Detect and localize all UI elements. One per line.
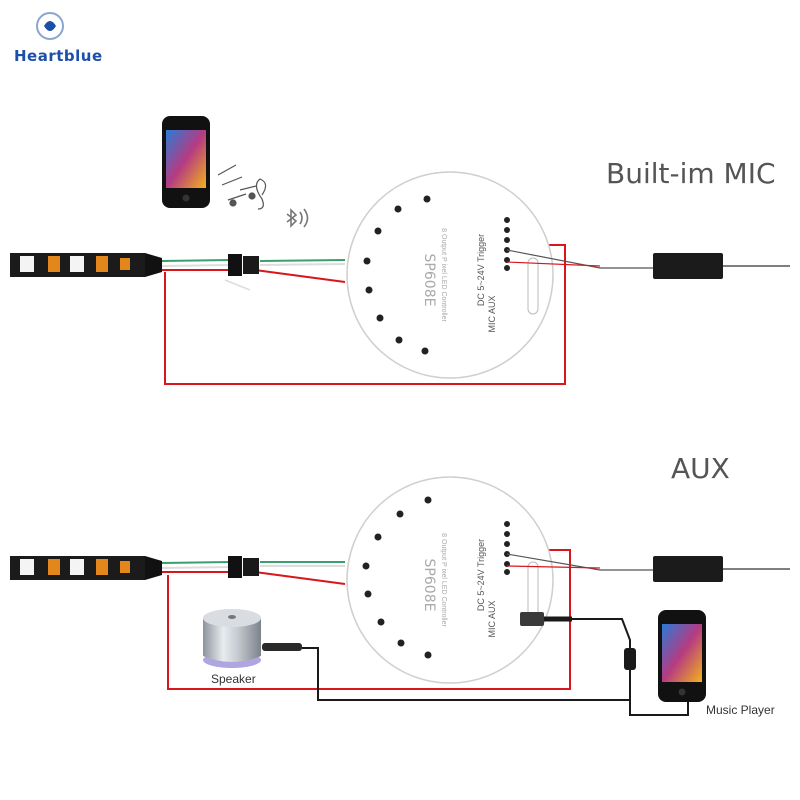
music-player-label: Music Player	[706, 703, 775, 717]
aux-jack	[520, 612, 572, 626]
brand-logo-text: Heartblue	[14, 47, 103, 65]
power-wire-bottom	[167, 549, 571, 690]
inline-connector	[624, 648, 636, 670]
smartphone-icon-music-player	[658, 610, 706, 702]
controller-trigger-top: DC 5~24V Trigger	[476, 234, 486, 306]
controller-model-top: SP608E	[421, 254, 437, 307]
audio-cable-player	[629, 690, 689, 716]
controller-trigger-bottom: DC 5~24V Trigger	[476, 539, 486, 611]
jst-connector-top	[228, 254, 259, 276]
section-title-built-in-mic: Built-im MIC	[606, 157, 776, 190]
led-strip-bottom	[10, 556, 162, 580]
bluetooth-icon	[286, 208, 309, 228]
controller-bottom: SP608E 8 Output P ixel LED Controller DC…	[346, 476, 554, 684]
wires-bottom	[161, 561, 346, 585]
controller-model-bottom: SP608E	[421, 559, 437, 612]
speaker-label: Speaker	[211, 672, 256, 686]
controller-input-top: MIC AUX	[487, 295, 497, 332]
controller-subtitle-top: 8 Output P ixel LED Controller	[440, 228, 447, 322]
section-title-aux: AUX	[671, 452, 730, 485]
speaker-icon	[203, 609, 302, 668]
brand-logo-icon	[36, 12, 64, 40]
smartphone-icon	[162, 116, 210, 208]
trigger-cable-top	[506, 249, 790, 279]
controller-input-bottom: MIC AUX	[487, 600, 497, 637]
jst-connector-bottom	[228, 556, 259, 578]
controller-top: SP608E 8 Output P ixel LED Controller DC…	[346, 171, 554, 379]
music-notes-icon	[217, 164, 267, 210]
controller-subtitle-bottom: 8 Output P ixel LED Controller	[440, 533, 447, 627]
led-strip-top	[10, 253, 162, 277]
trigger-cable-bottom	[506, 553, 790, 582]
wires-top	[161, 259, 346, 291]
